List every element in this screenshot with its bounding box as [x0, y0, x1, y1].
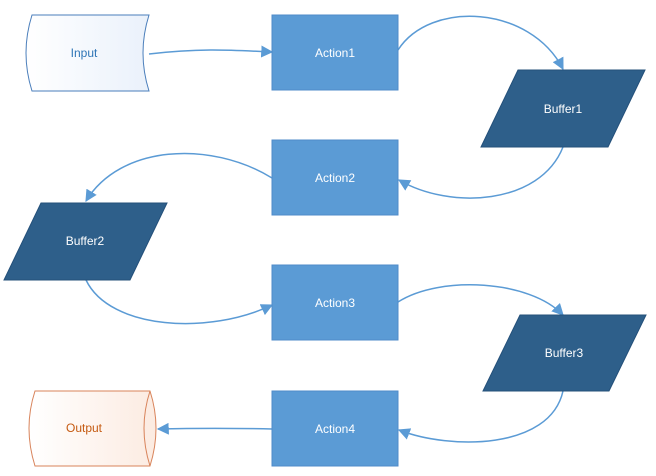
input-node[interactable]: Input [25, 14, 150, 92]
action2-node[interactable]: Action2 [271, 139, 399, 216]
output-node[interactable]: Output [28, 390, 157, 467]
action1-label: Action1 [315, 46, 355, 60]
connector-action4-output [156, 422, 273, 435]
action3-node[interactable]: Action3 [271, 264, 399, 341]
action1-node[interactable]: Action1 [271, 14, 399, 91]
connector-action2-buffer2 [85, 152, 273, 203]
buffer1-node[interactable]: Buffer1 [480, 69, 646, 148]
buffer2-label: Buffer2 [66, 234, 105, 248]
action4-label: Action4 [315, 422, 355, 436]
action3-label: Action3 [315, 296, 355, 310]
connector-action3-buffer3 [397, 284, 564, 316]
buffer3-label: Buffer3 [545, 346, 584, 360]
connector-input-action1 [148, 45, 274, 58]
buffer1-label: Buffer1 [544, 102, 583, 116]
connector-buffer1-action2 [397, 146, 564, 199]
input-label: Input [71, 46, 98, 60]
buffer3-node[interactable]: Buffer3 [482, 314, 647, 392]
connector-action1-buffer1 [397, 15, 564, 71]
action4-node[interactable]: Action4 [271, 390, 399, 467]
buffer2-node[interactable]: Buffer2 [3, 202, 168, 281]
connector-buffer2-action3 [85, 279, 274, 325]
connector-buffer3-action4 [397, 390, 564, 443]
output-label: Output [66, 421, 103, 435]
action2-label: Action2 [315, 171, 355, 185]
